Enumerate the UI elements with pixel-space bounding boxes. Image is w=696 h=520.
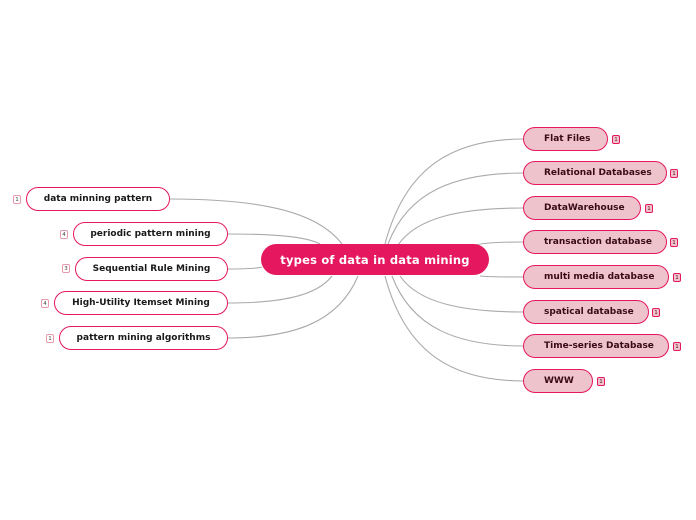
branch-datawarehouse[interactable]: DataWarehouse — [523, 196, 641, 220]
connector-line — [384, 275, 525, 382]
branch-label: multi media database — [544, 272, 655, 282]
central-topic-label: types of data in data mining — [280, 252, 470, 267]
count-badge: 3 — [62, 264, 70, 273]
branch-label: Flat Files — [544, 134, 591, 144]
branch-label: periodic pattern mining — [90, 229, 211, 239]
branch-label: Sequential Rule Mining — [92, 264, 211, 274]
count-badge: 1 — [612, 135, 620, 144]
branch-time-series-database[interactable]: Time-series Database — [523, 334, 669, 358]
count-badge: 1 — [670, 238, 678, 247]
count-badge: 1 — [670, 169, 678, 178]
connector-line — [227, 266, 263, 270]
branch-data-minning-pattern[interactable]: data minning pattern — [26, 187, 170, 211]
count-badge: 1 — [597, 377, 605, 386]
branch-label: pattern mining algorithms — [76, 333, 211, 343]
connector-line — [227, 275, 333, 304]
count-badge: 1 — [652, 308, 660, 317]
branch-sequential-rule-mining[interactable]: Sequential Rule Mining — [75, 257, 228, 281]
connector-line — [391, 275, 525, 347]
branch-label: transaction database — [544, 237, 652, 247]
connector-line — [227, 275, 359, 339]
branch-multi-media-database[interactable]: multi media database — [523, 265, 669, 289]
connector-line — [387, 172, 525, 245]
connector-line — [399, 275, 525, 313]
count-badge: 1 — [673, 273, 681, 282]
branch-label: Time-series Database — [544, 341, 654, 351]
connector-line — [397, 207, 525, 246]
connector-line — [169, 198, 343, 245]
branch-periodic-pattern-mining[interactable]: periodic pattern mining — [73, 222, 228, 246]
branch-label: Relational Databases — [544, 168, 652, 178]
count-badge: 1 — [13, 195, 21, 204]
branch-spatical-database[interactable]: spatical database — [523, 300, 649, 324]
connector-line — [475, 241, 525, 246]
connector-line — [479, 275, 525, 278]
count-badge: 1 — [645, 204, 653, 213]
branch-label: spatical database — [544, 307, 634, 317]
branch-pattern-mining-algorithms[interactable]: pattern mining algorithms — [59, 326, 228, 350]
branch-flat-files[interactable]: Flat Files — [523, 127, 608, 151]
connector-line — [227, 233, 321, 245]
branch-label: High-Utility Itemset Mining — [72, 298, 210, 308]
count-badge: 4 — [41, 299, 49, 308]
branch-label: data minning pattern — [43, 194, 153, 204]
connector-line — [384, 138, 525, 245]
branch-www[interactable]: WWW — [523, 369, 593, 393]
branch-transaction-database[interactable]: transaction database — [523, 230, 667, 254]
branch-relational-databases[interactable]: Relational Databases — [523, 161, 667, 185]
branch-label: WWW — [544, 376, 574, 386]
branch-high-utility-itemset-mining[interactable]: High-Utility Itemset Mining — [54, 291, 228, 315]
count-badge: 4 — [60, 230, 68, 239]
count-badge: 1 — [46, 334, 54, 343]
count-badge: 1 — [673, 342, 681, 351]
central-topic[interactable]: types of data in data mining — [261, 244, 489, 275]
branch-label: DataWarehouse — [544, 203, 625, 213]
